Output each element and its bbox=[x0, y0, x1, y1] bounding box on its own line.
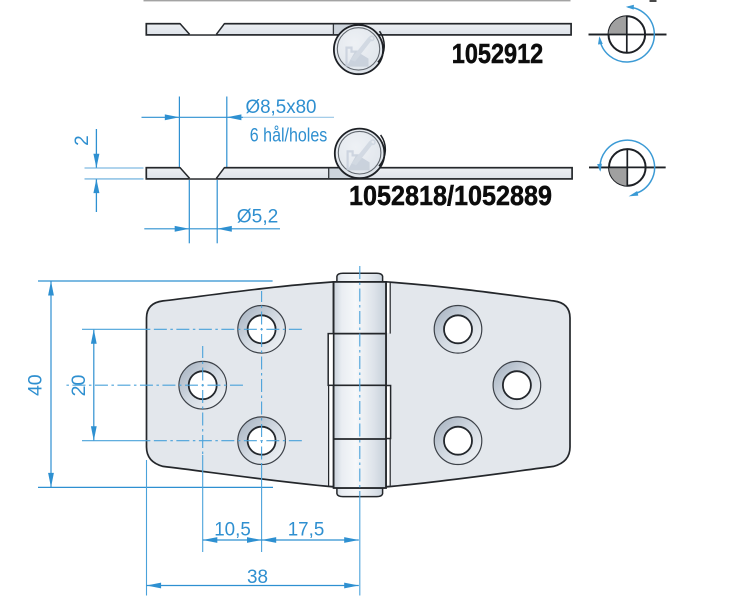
svg-text:Ø5,2: Ø5,2 bbox=[237, 205, 278, 227]
svg-text:38: 38 bbox=[247, 566, 268, 588]
svg-text:6 hål/holes: 6 hål/holes bbox=[250, 125, 328, 147]
svg-text:40: 40 bbox=[25, 374, 47, 396]
svg-text:2: 2 bbox=[72, 135, 93, 146]
svg-text:17,5: 17,5 bbox=[288, 518, 325, 540]
svg-text:Ø8,5x80: Ø8,5x80 bbox=[246, 96, 317, 118]
svg-text:10,5: 10,5 bbox=[214, 518, 251, 540]
svg-text:1052818/1052889: 1052818/1052889 bbox=[349, 180, 552, 211]
svg-text:1052912: 1052912 bbox=[452, 38, 544, 69]
